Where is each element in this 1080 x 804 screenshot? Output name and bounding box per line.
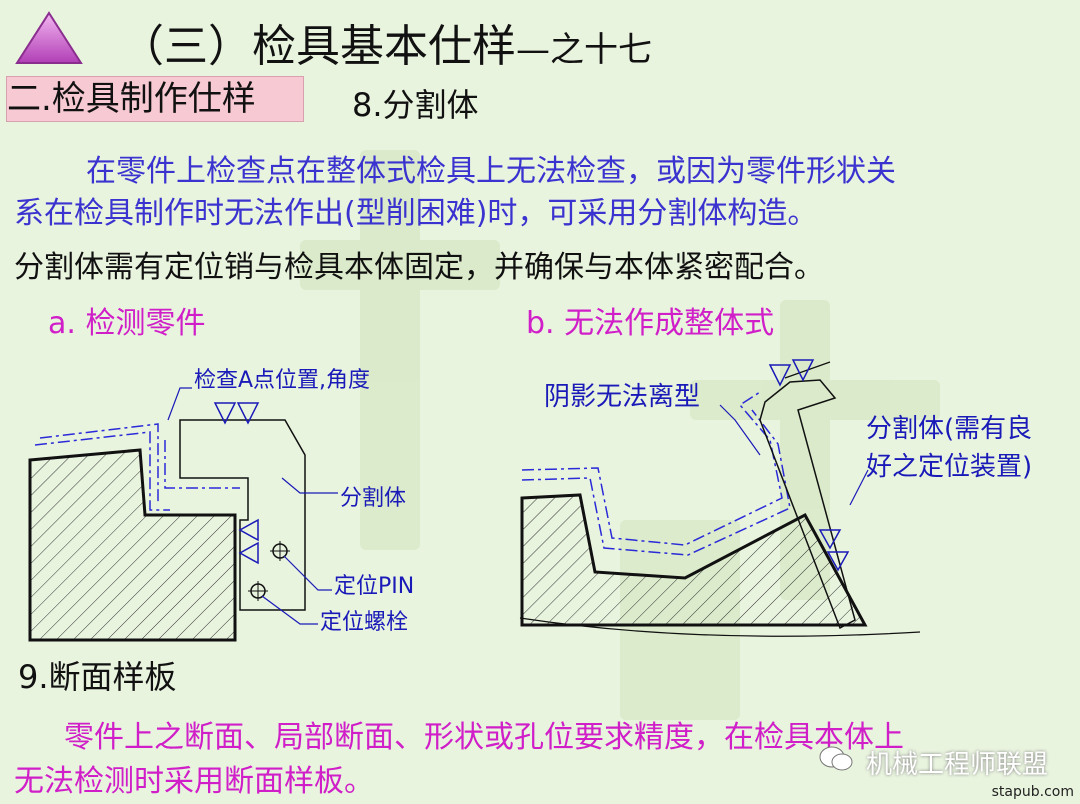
callout-split-b-line2: 好之定位装置) xyxy=(866,452,1033,482)
split-body-b xyxy=(759,379,856,630)
source-url: stapub.com xyxy=(991,784,1074,800)
callout-split-b-line1: 分割体(需有良 xyxy=(866,414,1033,444)
section-9-title: 9.断面样板 xyxy=(18,658,177,696)
fixture-body-b xyxy=(520,493,868,627)
callout-shadow: 阴影无法离型 xyxy=(544,382,701,412)
figure-a-label: a. 检测零件 xyxy=(48,306,206,341)
figure-b-label: b. 无法作成整体式 xyxy=(526,306,775,341)
title-suffix: —之十七 xyxy=(516,30,652,70)
wechat-icon xyxy=(819,746,853,771)
title-text: （三）检具基本仕样 xyxy=(120,21,516,72)
subsection-title: 8.分割体 xyxy=(352,86,479,124)
watermark-text: 机械工程师联盟 xyxy=(865,750,1048,780)
paragraph-3-line-2: 无法检测时采用断面样板。 xyxy=(14,764,374,799)
split-body-a xyxy=(179,419,306,611)
paragraph-1-line-1: 在零件上检查点在整体式检具上无法检查，或因为零件形状关 xyxy=(86,154,896,189)
section-label: 二.检具制作仕样 xyxy=(6,76,304,122)
triangle-icon xyxy=(15,11,83,64)
callout-bolt: 定位螺栓 xyxy=(320,610,409,635)
paragraph-3-line-1: 零件上之断面、局部断面、形状或孔位要求精度，在检具本体上 xyxy=(64,720,904,755)
fixture-body-a xyxy=(28,448,237,642)
paragraph-1-line-2: 系在检具制作时无法作出(型削困难)时，可采用分割体构造。 xyxy=(14,196,818,231)
callout-check: 检查A点位置,角度 xyxy=(194,368,371,393)
callout-split-a: 分割体 xyxy=(340,486,407,511)
page-title: （三）检具基本仕样—之十七 xyxy=(120,10,652,74)
paragraph-2: 分割体需有定位销与检具本体固定，并确保与本体紧密配合。 xyxy=(14,250,824,285)
callout-pin: 定位PIN xyxy=(334,574,415,599)
